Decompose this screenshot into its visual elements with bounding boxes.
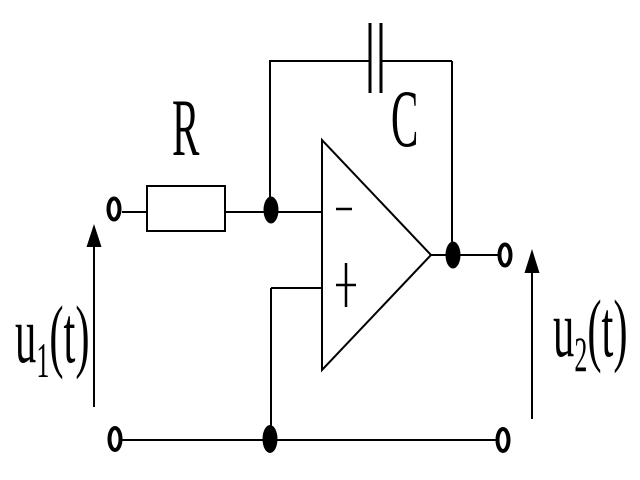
ground-terminal-left-circle <box>107 426 123 452</box>
ground-terminal-right-circle <box>495 427 511 453</box>
output-voltage-rest: (t) <box>587 284 627 374</box>
output-voltage-arrow <box>524 249 540 419</box>
resistor-box <box>146 185 226 232</box>
output-voltage-label: u2(t) <box>553 284 628 382</box>
junction-dot-ground-node <box>262 425 278 453</box>
input-voltage-arrow <box>86 224 102 407</box>
input-voltage-rest: (t) <box>49 290 89 380</box>
output-terminal-circle <box>497 242 513 268</box>
capacitor-label: C <box>391 74 418 165</box>
opamp-triangle <box>321 137 433 373</box>
junction-dot-output-node <box>445 241 461 269</box>
opamp-plus-sign <box>336 263 356 307</box>
output-voltage-base: u <box>553 284 574 374</box>
input-arrow-head <box>86 224 102 247</box>
output-arrow-head <box>524 249 540 273</box>
resistor-label: R <box>172 83 200 174</box>
input-terminal-circle <box>106 196 122 222</box>
input-voltage-subscript: 1 <box>36 332 49 388</box>
junction-dot-inverting-node <box>263 196 279 224</box>
output-voltage-subscript: 2 <box>574 326 587 382</box>
input-voltage-label: u1(t) <box>15 290 90 388</box>
input-voltage-base: u <box>15 290 36 380</box>
